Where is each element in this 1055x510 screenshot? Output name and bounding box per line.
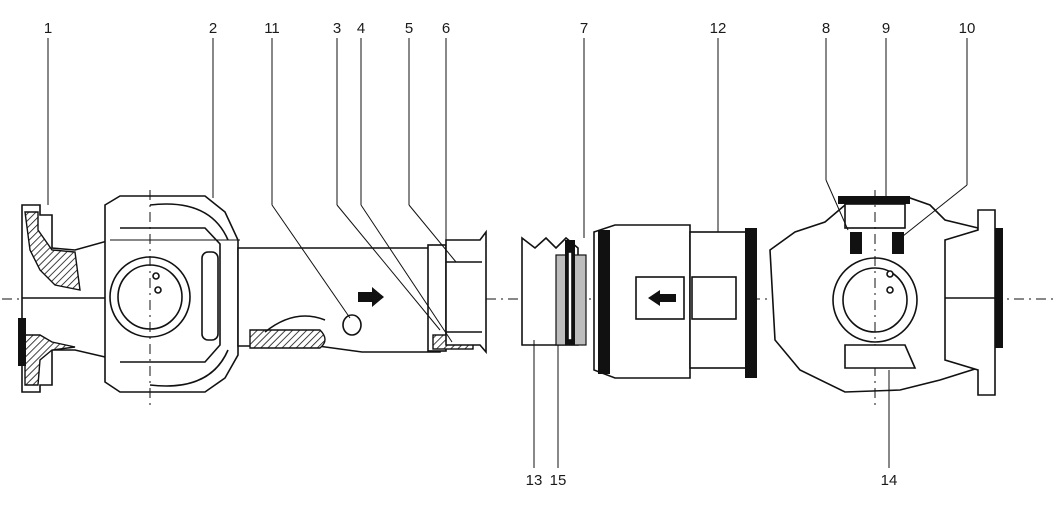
callout-12: 12 — [710, 20, 727, 37]
tube-section — [521, 224, 757, 379]
callout-9: 9 — [882, 20, 890, 37]
callouts-bottom: 13 15 14 — [526, 340, 898, 489]
callout-7: 7 — [580, 20, 588, 37]
right-flange — [944, 209, 1003, 396]
callout-4: 4 — [357, 20, 365, 37]
callout-1: 1 — [44, 20, 52, 37]
callout-5: 5 — [405, 20, 413, 37]
callout-6: 6 — [442, 20, 450, 37]
callout-11: 11 — [264, 20, 280, 37]
callout-10: 10 — [959, 20, 976, 37]
left-universal-joint — [104, 190, 240, 410]
callout-15: 15 — [550, 472, 567, 489]
callout-2: 2 — [209, 20, 217, 37]
callouts-top: 1 2 11 3 4 5 6 7 12 8 9 10 — [44, 20, 976, 343]
right-universal-joint — [769, 190, 979, 410]
callout-3: 3 — [333, 20, 341, 37]
callout-14: 14 — [881, 472, 898, 489]
callout-8: 8 — [822, 20, 830, 37]
callout-13: 13 — [526, 472, 543, 489]
left-flange-yoke — [18, 204, 119, 393]
slip-shaft-housing — [237, 229, 487, 355]
